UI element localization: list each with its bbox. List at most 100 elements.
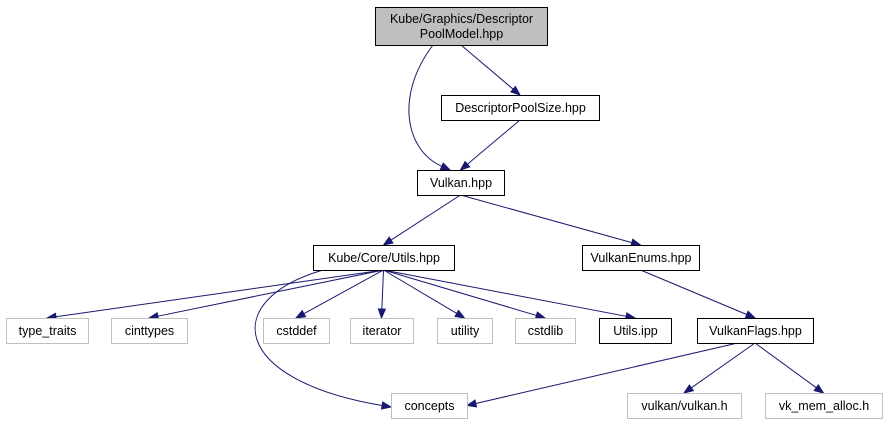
node-box	[350, 318, 414, 344]
edge-line	[754, 342, 817, 389]
edge-line	[460, 44, 514, 90]
edge-line	[467, 119, 521, 165]
edge-line	[55, 269, 384, 318]
edge-line	[460, 194, 632, 244]
edge-arrowhead	[630, 238, 642, 247]
node-label: concepts	[404, 399, 454, 413]
edge-arrowhead	[459, 160, 471, 171]
node-vulkanenums[interactable]: VulkanEnums.hpp	[582, 245, 700, 271]
edge-line	[157, 269, 384, 317]
node-vulkan[interactable]: Vulkan.hpp	[417, 170, 505, 196]
node-label: VulkanEnums.hpp	[591, 251, 692, 265]
edge-utils-to-iterator	[377, 269, 387, 320]
node-utils[interactable]: Kube/Core/Utils.hpp	[313, 245, 455, 271]
edge-arrowhead	[454, 309, 466, 319]
edge-line	[475, 342, 738, 404]
edge-line	[303, 269, 384, 315]
node-label: Utils.ipp	[613, 324, 658, 338]
node-box	[765, 393, 883, 419]
edge-line	[383, 269, 537, 316]
node-label: Kube/Core/Utils.hpp	[328, 251, 440, 265]
edge-line	[383, 269, 627, 317]
edge-arrowhead	[744, 310, 757, 319]
edge-line	[691, 342, 756, 389]
edge-vulkanenums-to-vulkanflags	[640, 269, 757, 319]
edge-vulkanflags-to-vkmem	[754, 342, 825, 394]
edge-root-to-descpoolsize	[460, 44, 522, 96]
edge-arrowhead	[294, 309, 307, 319]
node-label: Kube/Graphics/Descriptor	[390, 12, 533, 26]
edge-utils-to-type_traits	[45, 269, 384, 321]
edge-arrowhead	[380, 401, 393, 410]
edge-line	[383, 269, 458, 314]
node-label: cstdlib	[528, 324, 563, 338]
node-box	[697, 318, 814, 344]
node-vulkanflags[interactable]: VulkanFlags.hpp	[697, 318, 814, 344]
edge-vulkan-to-utils	[382, 194, 461, 246]
nodes-layer: Kube/Graphics/DescriptorPoolModel.hppDes…	[6, 7, 883, 419]
edge-line	[408, 44, 442, 167]
edge-vulkanflags-to-vulkanh	[682, 342, 756, 394]
node-box	[437, 318, 493, 344]
node-label: vk_mem_alloc.h	[779, 399, 869, 413]
node-label: VulkanFlags.hpp	[709, 324, 802, 338]
node-label: vulkan/vulkan.h	[641, 399, 727, 413]
edge-utils-to-cinttypes	[147, 269, 384, 321]
node-box	[627, 393, 742, 419]
node-vulkanh: vulkan/vulkan.h	[627, 393, 742, 419]
node-label: Vulkan.hpp	[430, 176, 492, 190]
node-vkmem: vk_mem_alloc.h	[765, 393, 883, 419]
node-label: cstddef	[276, 324, 317, 338]
edge-arrowhead	[377, 308, 387, 320]
edge-utils-to-cstdlib	[383, 269, 547, 320]
node-label: type_traits	[19, 324, 77, 338]
edge-utils-to-utility	[383, 269, 466, 319]
edge-root-to-vulkan	[408, 44, 452, 171]
edge-utils-to-cstddef	[294, 269, 384, 319]
edge-arrowhead	[439, 162, 452, 171]
node-box	[441, 95, 600, 121]
node-utility: utility	[437, 318, 493, 344]
node-box	[313, 245, 455, 271]
node-label: DescriptorPoolSize.hpp	[455, 101, 586, 115]
node-utilsipp[interactable]: Utils.ipp	[599, 318, 672, 344]
node-box	[599, 318, 672, 344]
edge-utils-to-utilsipp	[383, 269, 637, 321]
node-box	[417, 170, 505, 196]
edge-vulkanflags-to-concepts	[465, 342, 738, 408]
node-label: iterator	[363, 324, 402, 338]
edge-utils-to-concepts	[254, 269, 393, 410]
node-descpoolsize[interactable]: DescriptorPoolSize.hpp	[441, 95, 600, 121]
node-box	[111, 318, 188, 344]
edge-arrowhead	[534, 311, 547, 320]
node-label: utility	[451, 324, 480, 338]
edge-line	[640, 269, 747, 315]
edge-arrowhead	[682, 384, 695, 394]
edge-arrowhead	[465, 399, 478, 408]
node-box	[263, 318, 330, 344]
node-box	[391, 393, 468, 419]
node-label: PoolModel.hpp	[420, 27, 503, 41]
edge-arrowhead	[382, 236, 394, 246]
edges-layer	[45, 44, 825, 410]
node-label: cinttypes	[125, 324, 174, 338]
node-box	[515, 318, 576, 344]
edge-vulkan-to-vulkanenums	[460, 194, 642, 247]
node-cstddef: cstddef	[263, 318, 330, 344]
node-cstdlib: cstdlib	[515, 318, 576, 344]
node-cinttypes: cinttypes	[111, 318, 188, 344]
node-box	[582, 245, 700, 271]
node-concepts: concepts	[391, 393, 468, 419]
edge-line	[390, 194, 461, 241]
edge-arrowhead	[813, 383, 825, 394]
node-box	[375, 7, 548, 46]
node-type_traits: type_traits	[6, 318, 89, 344]
node-iterator: iterator	[350, 318, 414, 344]
edge-line	[254, 269, 383, 407]
edge-descpoolsize-to-vulkan	[459, 119, 521, 171]
edge-line	[381, 269, 384, 310]
node-box	[6, 318, 89, 344]
edge-arrowhead	[510, 85, 522, 96]
